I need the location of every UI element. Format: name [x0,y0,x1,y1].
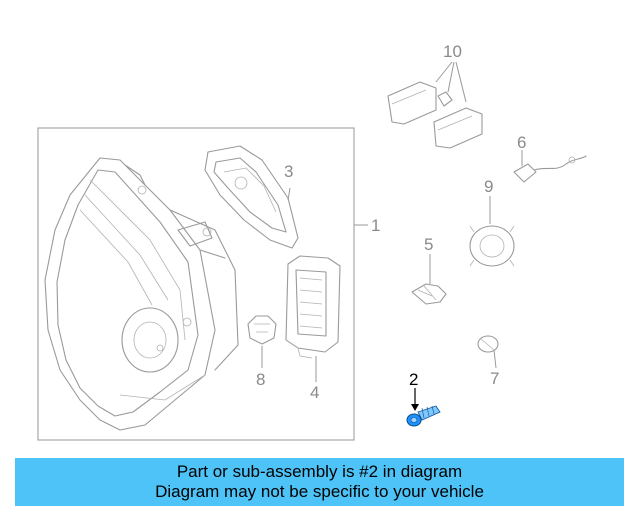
callout-9[interactable]: 9 [484,177,494,196]
part-10-brackets [387,81,483,149]
callout-7[interactable]: 7 [490,369,500,388]
callout-3[interactable]: 3 [284,162,294,181]
part-7-bulb [477,335,499,353]
callout-2[interactable]: 2 [409,370,419,389]
part-6-bulb-wire [513,155,587,183]
part-3-cover [204,145,299,249]
callout-6[interactable]: 6 [517,133,527,152]
assembly-frame [37,127,355,441]
callout-8[interactable]: 8 [256,370,266,389]
callout-1[interactable]: 1 [371,216,381,235]
arrow-2 [411,404,419,411]
info-banner: Part or sub-assembly is #2 in diagram Di… [15,458,624,506]
callout-4[interactable]: 4 [310,383,320,402]
part-9-ring [469,225,515,267]
headlamp-assembly [44,157,239,431]
part-8-socket [247,315,277,345]
callout-10[interactable]: 10 [443,42,462,61]
leader-7 [493,349,497,369]
banner-line-2: Diagram may not be specific to your vehi… [155,482,484,501]
banner-line-1: Part or sub-assembly is #2 in diagram [176,462,463,481]
callout-5[interactable]: 5 [424,235,434,254]
part-2-screw [406,405,441,427]
part-5-bulb [411,283,447,305]
leader-10b [447,61,455,93]
part-4-module [285,255,341,359]
leader-3 [287,187,291,201]
leader-10a [435,61,453,83]
leader-10c [455,61,467,103]
